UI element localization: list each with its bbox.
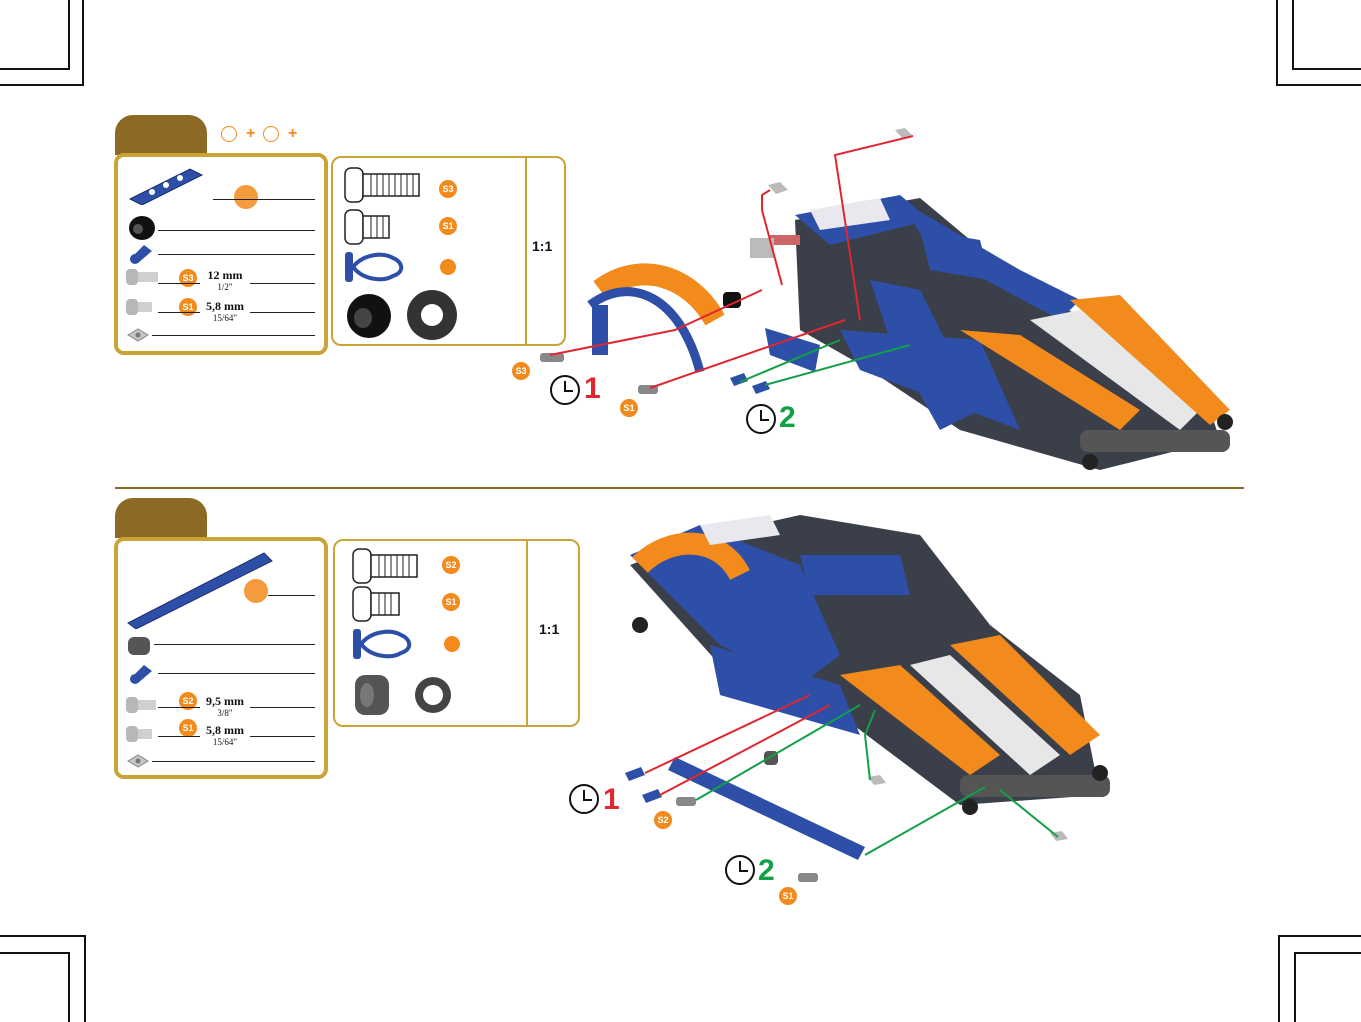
orange-count-icon: [242, 577, 270, 605]
crop-mark-bottom-left-inner: [0, 935, 86, 1022]
part-line: [213, 199, 315, 200]
step1-assembly-illustration: [500, 110, 1260, 480]
square-nut-icon: [126, 753, 150, 769]
black-spacer-scale-icon: [343, 290, 395, 342]
blue-clip-scale-icon: [343, 250, 413, 284]
screw-s1-scale-icon: [343, 208, 393, 248]
gray-spacer-scale-icon: [353, 673, 393, 717]
part-line: [268, 595, 315, 596]
scale-badge-s1: S1: [442, 593, 460, 611]
step1-callout-s1: S1: [620, 399, 638, 417]
part-line: [250, 736, 315, 737]
step1-clock-1-icon: [550, 375, 580, 405]
screw-s3-scale-icon: [343, 166, 423, 206]
crop-mark-top-left-inner: [0, 0, 84, 86]
orange-count-icon: [232, 183, 260, 211]
part-line: [158, 707, 200, 708]
part-line: [158, 254, 315, 255]
orange-dot-icon: [439, 258, 457, 276]
orange-dot-icon: [443, 635, 461, 653]
screw-s2-icon: [124, 693, 160, 717]
scale-badge-s1: S1: [439, 217, 457, 235]
step2-substep-1: 1: [603, 785, 620, 815]
blue-clip-icon: [126, 241, 156, 265]
scale-badge-s2: S2: [442, 556, 460, 574]
square-nut-icon: [126, 327, 150, 343]
step1-header-circle-b: [263, 126, 279, 142]
step2-ratio: 1:1: [539, 621, 559, 637]
gray-spacer-icon: [126, 635, 154, 657]
washer-scale-icon: [405, 288, 459, 342]
part-line: [250, 707, 315, 708]
black-spacer-icon: [126, 215, 156, 241]
step1-badge-s1: S1: [179, 298, 197, 316]
step2-badge-s1: S1: [179, 719, 197, 737]
step2-callout-s2: S2: [654, 811, 672, 829]
part-line: [158, 312, 200, 313]
step2-clock-1-icon: [569, 784, 599, 814]
part-line: [152, 761, 315, 762]
step2-assembly-illustration: [600, 495, 1240, 895]
part-line: [158, 736, 200, 737]
screw-s1-icon: [124, 722, 158, 746]
screw-s1-icon: [124, 295, 158, 319]
part-line: [158, 673, 315, 674]
part-line: [250, 283, 315, 284]
crop-mark-bottom-right-inner: [1278, 935, 1361, 1022]
part-line: [152, 335, 315, 336]
step2-substep-2: 2: [758, 856, 775, 886]
step1-clock-2-icon: [746, 404, 776, 434]
step2-clock-2-icon: [725, 855, 755, 885]
step1-substep-1: 1: [584, 374, 601, 404]
part-line: [158, 230, 315, 231]
scale-badge-s3: S3: [439, 180, 457, 198]
crop-mark-top-right-inner: [1276, 0, 1361, 86]
blue-clip-scale-icon: [351, 627, 421, 661]
part-line: [158, 283, 200, 284]
step1-substep-2: 2: [779, 403, 796, 433]
step1-badge-s3: S3: [179, 269, 197, 287]
step2-scale-panel: S2 S1 1:1: [333, 539, 580, 727]
step1-callout-s3: S3: [512, 362, 530, 380]
step2-callout-s1: S1: [779, 887, 797, 905]
step1-tab: [115, 115, 207, 155]
screw-s1-scale-icon: [351, 585, 403, 625]
part-line: [250, 312, 315, 313]
short-strip-icon: [126, 165, 206, 205]
step1-header-plus-b: +: [288, 126, 297, 142]
screw-s2-scale-icon: [351, 547, 423, 587]
part-line: [154, 644, 315, 645]
step-separator: [115, 487, 1244, 489]
step1-header-plus-a: +: [246, 126, 255, 142]
step1-car-body: [750, 195, 1233, 470]
ratio-divider: [526, 541, 528, 725]
screw-s3-icon: [124, 265, 162, 289]
step2-tab: [115, 498, 207, 538]
blue-clip-icon: [126, 661, 156, 685]
step1-header-circle-a: [221, 126, 237, 142]
washer-scale-icon: [413, 675, 453, 715]
